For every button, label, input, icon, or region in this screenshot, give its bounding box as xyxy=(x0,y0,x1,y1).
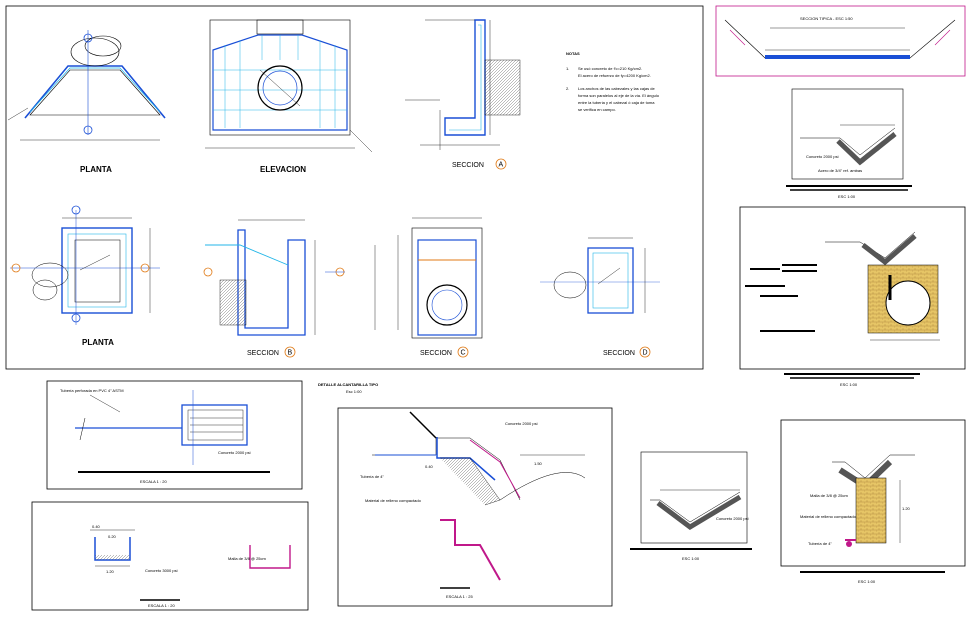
planta-bottom-drawing xyxy=(10,205,160,325)
seccion-a-marker xyxy=(495,158,507,170)
elevacion-drawing xyxy=(205,19,373,153)
detalle-title: DETALLE ALCANTARILLA TIPO xyxy=(318,382,378,387)
note-2-line-3: entre la tubería y el cabezal ó caja de … xyxy=(578,100,655,105)
seccion-d-drawing xyxy=(540,237,660,314)
notes-block: NOTAS 1. Se usó concreto de f'c=210 Kg/c… xyxy=(566,51,660,112)
seccion-a-drawing xyxy=(405,19,521,150)
seccion-b-title: SECCION xyxy=(247,350,279,357)
notes-heading: NOTAS xyxy=(566,51,580,56)
detail-cuneta-2-scale: ESC 1:00 xyxy=(682,556,700,561)
detail-cuneta-2-frame xyxy=(640,451,748,544)
subdrain-plan-frame xyxy=(46,380,303,490)
center-detail-drawing xyxy=(372,411,586,589)
detail-cuneta-1-drawing xyxy=(800,124,897,166)
detail-dren-frame xyxy=(780,419,966,567)
detail-dren-dim: 1.20 xyxy=(902,506,911,511)
detail-dren-material-note: Material de relleno compactado xyxy=(800,514,857,519)
small-section-drawing xyxy=(90,529,291,569)
center-detail-frame xyxy=(337,407,613,607)
detail-dren-mesh-note: Malla de 3/8 @ 25cm xyxy=(810,493,849,498)
center-scale: ESCALA 1 : 25 xyxy=(446,594,473,599)
center-pipe-note: Tubería de 4" xyxy=(360,474,385,479)
small-section-020: 0.20 xyxy=(108,534,117,539)
small-section-mesh-note: Malla de 3/8 @ 25cm xyxy=(228,556,267,561)
planta-top-drawing xyxy=(7,30,166,141)
detail-2-scale: ESC 1:00 xyxy=(840,382,858,387)
seccion-d-marker xyxy=(639,346,651,358)
center-dim-150: 1.50 xyxy=(534,461,543,466)
seccion-c-title: SECCION xyxy=(420,350,452,357)
seccion-tipica-frame xyxy=(715,5,966,77)
detail-1-steel-note: Acero de 3/4" ref. ambas xyxy=(818,168,862,173)
note-2-line-1: Los anchos de las cabezales y las cajas … xyxy=(578,86,655,91)
main-panel-frame xyxy=(5,5,704,370)
planta-top-title: PLANTA xyxy=(80,165,112,174)
note-2-number: 2. xyxy=(566,86,569,91)
detail-dren-pipe-note: Tubería de 4" xyxy=(808,541,833,546)
subdrain-pipe-note: Tubería perforada en PVC 4" ASTM xyxy=(60,388,124,393)
seccion-a-letter: A xyxy=(499,162,504,169)
seccion-c-marker xyxy=(457,346,469,358)
subdrain-scale: ESCALA 1 : 20 xyxy=(140,479,167,484)
seccion-d-title: SECCION xyxy=(603,350,635,357)
detail-1-concrete-note: Concreto 2000 psi xyxy=(806,154,839,159)
small-section-frame xyxy=(31,501,309,611)
center-concrete-note: Concreto 2000 psi xyxy=(505,421,538,426)
note-2-line-2: forma son paralelos al eje de la vía. El… xyxy=(578,93,660,98)
center-dim-040: 0.40 xyxy=(425,464,434,469)
center-material-note: Material de relleno compactado xyxy=(365,498,422,503)
small-section-120: 1.20 xyxy=(106,569,115,574)
detail-cuneta-2-note: Concreto 2000 psi xyxy=(716,516,749,521)
detail-cuneta-1-frame xyxy=(791,88,904,180)
elevacion-title: ELEVACION xyxy=(260,165,306,174)
small-section-concrete-note: Concreto 3000 psi xyxy=(145,568,178,573)
note-1-line-2: El acero de refuerzo de fy=4200 Kg/cm2. xyxy=(578,73,651,78)
small-section-scale: ESCALA 1 : 20 xyxy=(148,603,175,608)
seccion-c-letter: C xyxy=(461,350,466,357)
detail-pipe-drawing xyxy=(745,231,940,341)
seccion-tipica-title: SECCION TIPICA - ESC 1:50 xyxy=(800,16,853,21)
seccion-tipica-drawing xyxy=(724,19,956,59)
seccion-b-marker xyxy=(284,346,296,358)
seccion-b-drawing xyxy=(203,219,345,336)
subdrain-concrete-note: Concreto 2000 psi xyxy=(218,450,251,455)
small-section-040: 0.40 xyxy=(92,524,101,529)
detail-pipe-frame xyxy=(739,206,966,370)
detail-1-scale: ESC 1:00 xyxy=(838,194,856,199)
seccion-d-letter: D xyxy=(643,350,648,357)
note-2-line-4: se verifica en campo. xyxy=(578,107,616,112)
detail-dren-drawing xyxy=(832,454,915,547)
detail-dren-scale: ESC 1:00 xyxy=(858,579,876,584)
detail-cuneta-2-drawing xyxy=(650,489,742,531)
note-1-line-1: Se usó concreto de f'c=210 Kg/cm2. xyxy=(578,66,642,71)
seccion-b-letter: B xyxy=(288,350,293,357)
detalle-scale: Esc 1:00 xyxy=(346,389,362,394)
note-1-number: 1. xyxy=(566,66,569,71)
planta-bottom-title: PLANTA xyxy=(82,338,114,347)
subdrain-plan-drawing xyxy=(75,390,248,465)
seccion-a-title: SECCION xyxy=(452,162,484,169)
seccion-c-drawing xyxy=(374,217,483,339)
